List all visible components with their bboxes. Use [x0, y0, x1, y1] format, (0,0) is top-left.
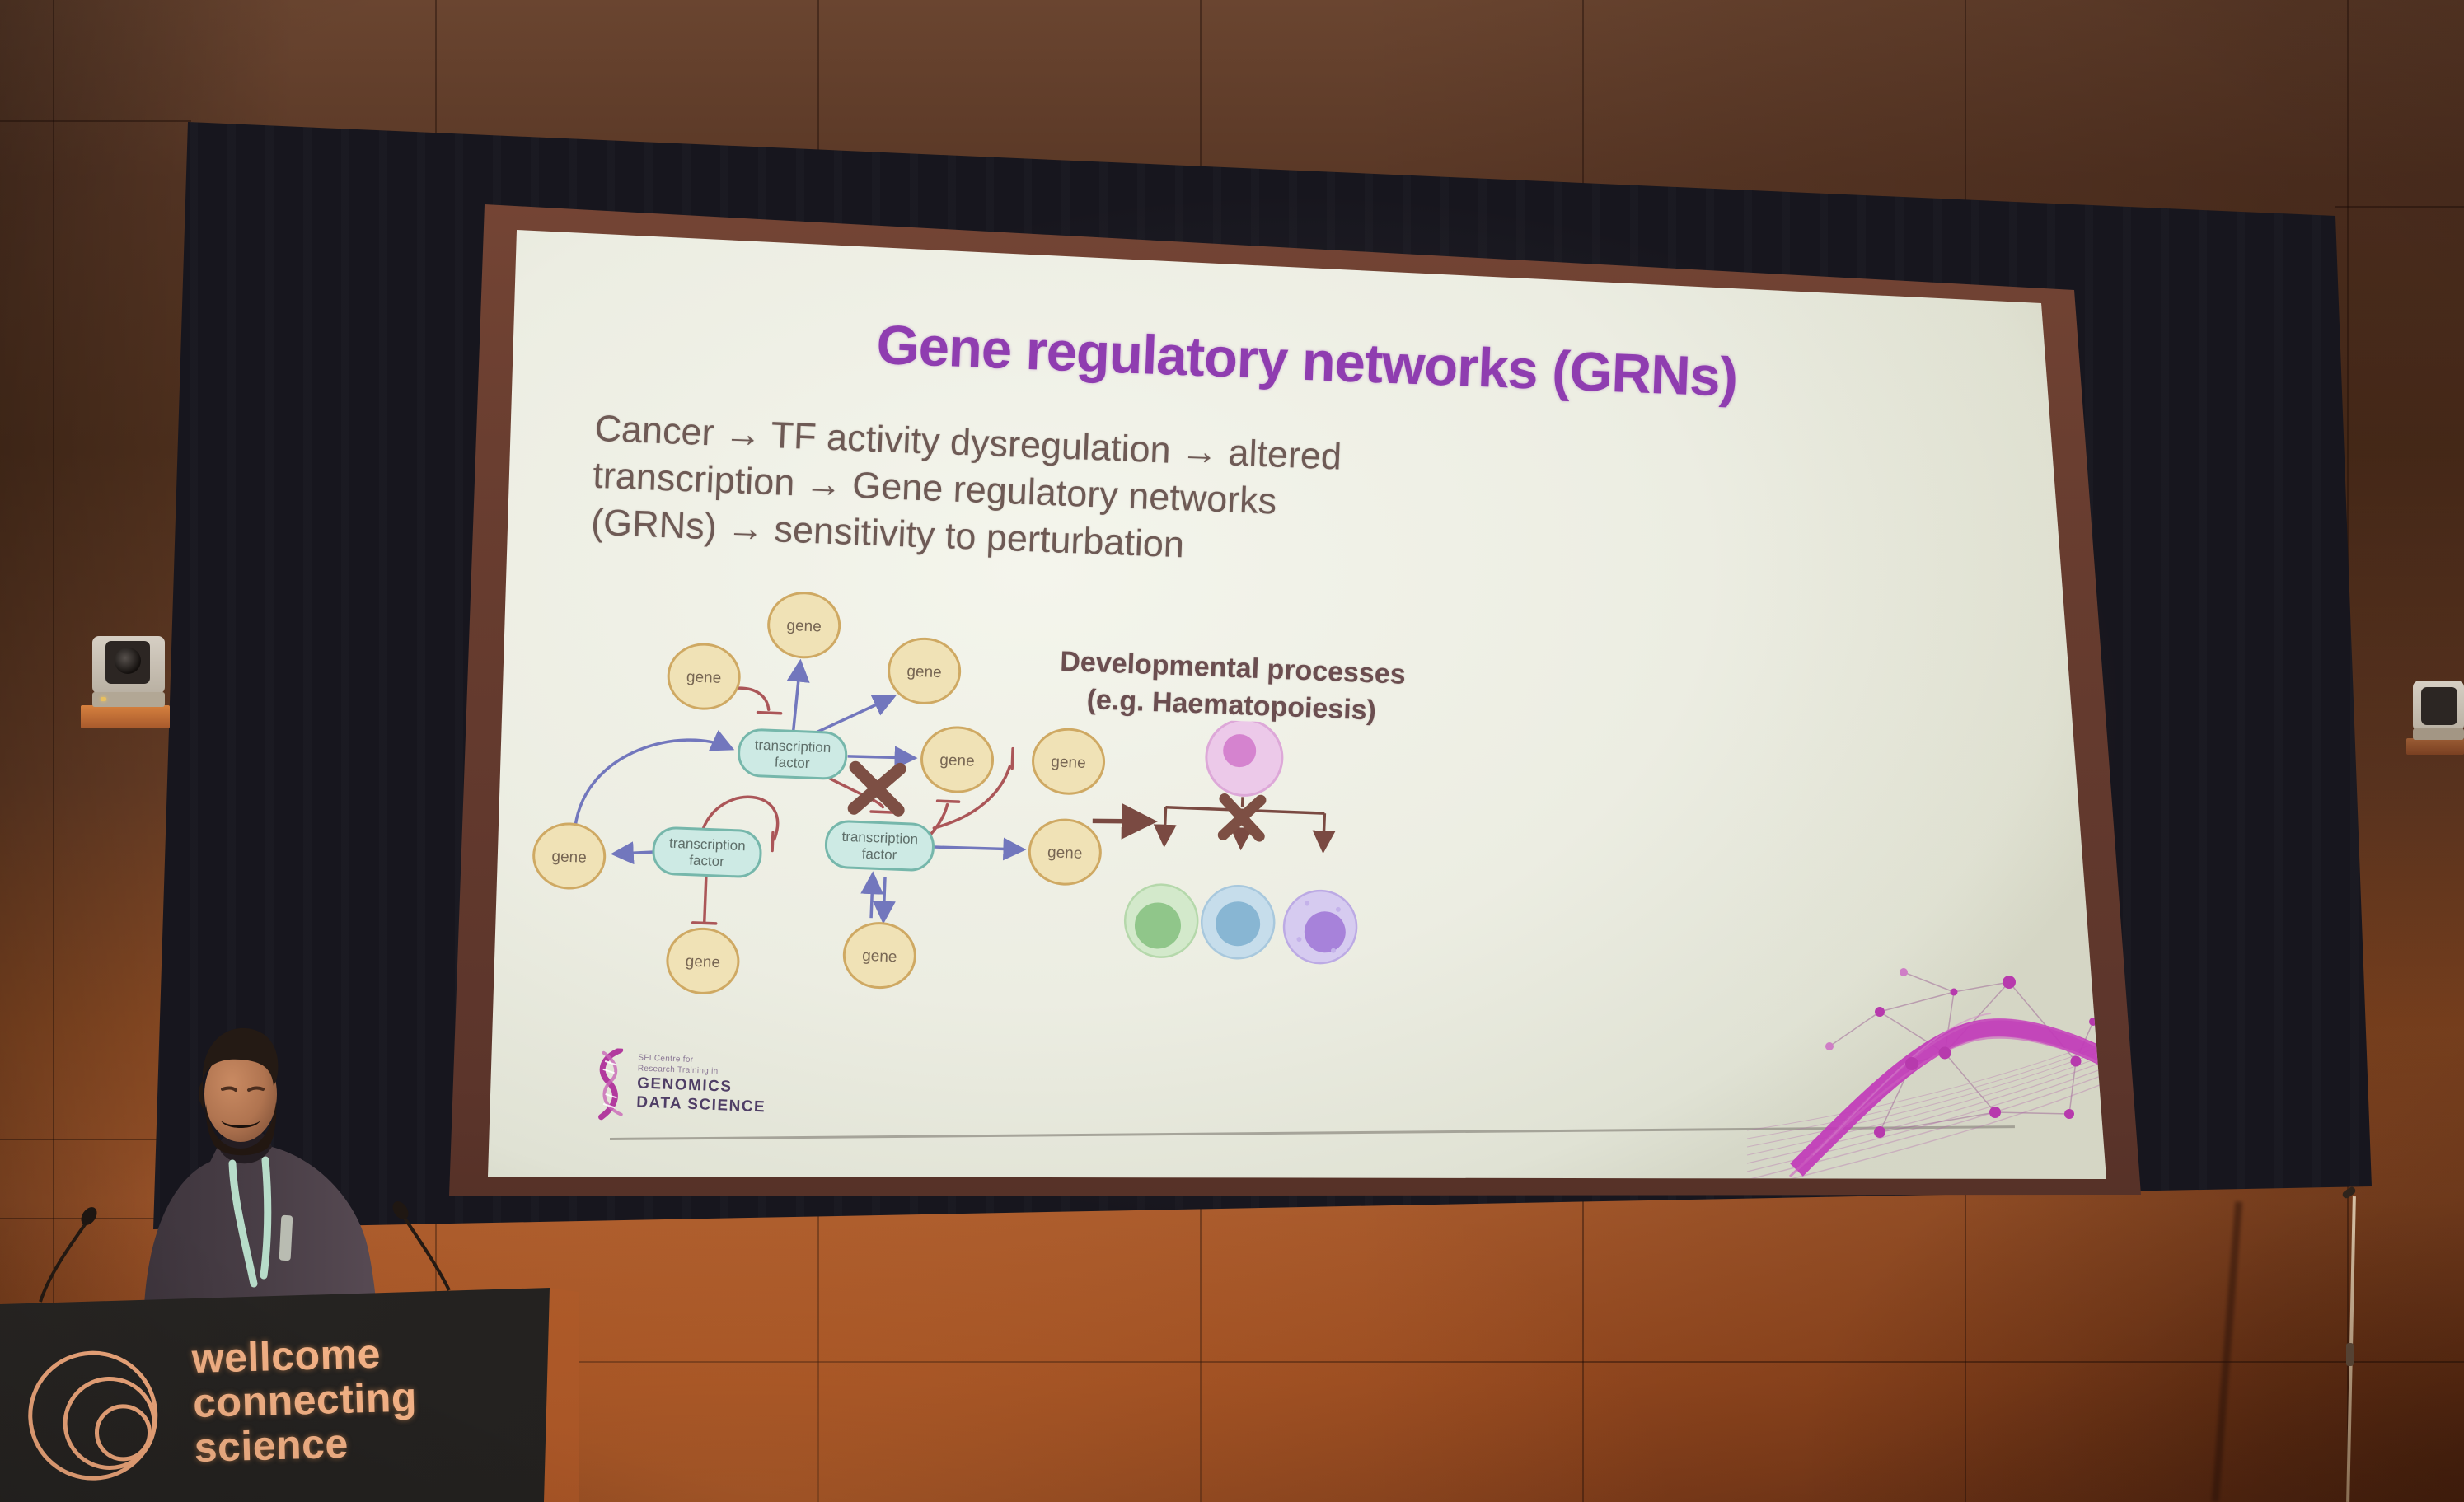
crossed-out-icon [847, 760, 906, 817]
podium-mic-icon [81, 1207, 97, 1225]
wall-seam [2335, 206, 2464, 208]
differentiation-branches [1153, 797, 1336, 854]
grn-diagram: gene gene gene gene gene gene gene gene … [532, 592, 1106, 994]
svg-text:transcriptionfactor: transcriptionfactor [754, 737, 831, 773]
podium-mics [39, 1201, 451, 1303]
svg-text:gene: gene [939, 751, 975, 770]
svg-text:gene: gene [862, 948, 897, 966]
speaker-eye [221, 1086, 237, 1092]
slide-title: Gene regulatory networks (GRNs) [875, 313, 1739, 409]
brand-line: science [193, 1420, 349, 1471]
svg-text:gene: gene [1051, 753, 1086, 772]
podium-mic-icon [392, 1201, 409, 1219]
svg-text:transcriptionfactor: transcriptionfactor [841, 829, 918, 864]
camera-base [92, 692, 165, 707]
slide-content: Gene regulatory networks (GRNs) Cancer →… [488, 247, 2059, 1179]
speaker-beard [205, 1102, 277, 1156]
svg-text:gene: gene [551, 848, 587, 867]
camera-shelf [2406, 738, 2464, 755]
speaker-jacket [144, 1130, 377, 1306]
wall-seam [53, 0, 54, 1502]
lanyard-strap [260, 1156, 272, 1280]
differentiated-cells [1123, 883, 1358, 965]
camera-shelf [81, 705, 170, 728]
lapel-mic-pack [279, 1214, 293, 1261]
svg-text:transcriptionfactor: transcriptionfactor [668, 835, 746, 871]
camera-lens-icon [115, 648, 141, 674]
gene-nodes: gene gene gene gene gene gene gene gene … [532, 592, 1106, 994]
mic-gooseneck [39, 1219, 89, 1303]
wall-seam [536, 1361, 2464, 1363]
speaker [144, 1027, 377, 1306]
genomics-data-science-logo: SFI Centre for Research Training in GENO… [593, 1047, 767, 1126]
wall-seam [0, 1218, 155, 1219]
stem-cell [1205, 718, 1284, 797]
haematopoiesis-diagram [1092, 718, 1358, 965]
blocked-branch-icon [1217, 793, 1267, 842]
mic-stand-clutch [2346, 1343, 2354, 1366]
camera-lens-housing [2421, 687, 2457, 725]
speaker-face [204, 1046, 277, 1142]
ribbon-main [1788, 1013, 2106, 1178]
lanyard-strap [228, 1159, 258, 1288]
speaker-hair [202, 1027, 279, 1086]
activation-arrows [574, 658, 1027, 924]
dna-helix-icon [598, 1047, 624, 1121]
svg-text:gene: gene [906, 663, 942, 682]
svg-text:gene: gene [786, 617, 822, 636]
wall-seam [0, 120, 191, 122]
camera-base [2413, 728, 2464, 740]
logo-big-line: DATA SCIENCE [635, 1093, 766, 1116]
svg-text:gene: gene [685, 953, 720, 972]
slide-body-text: Cancer → TF activity dysregulation → alt… [590, 405, 1342, 574]
speaker-eye [247, 1086, 265, 1092]
wellcome-logo-icon [28, 1350, 158, 1481]
camera-led [101, 697, 106, 701]
wall-seam [0, 1139, 157, 1140]
grn-to-development-arrow [1092, 802, 1158, 840]
mic-gooseneck [401, 1213, 451, 1291]
svg-text:gene: gene [1047, 844, 1083, 863]
svg-text:gene: gene [686, 668, 722, 687]
speaker-hair-side [199, 1081, 206, 1114]
network-swoosh-decoration [1747, 968, 2106, 1179]
speaker-moustache [221, 1121, 260, 1128]
transcription-factor-nodes: transcriptionfactor transcriptionfactor … [652, 728, 935, 878]
network-nodes [1825, 968, 2097, 1138]
